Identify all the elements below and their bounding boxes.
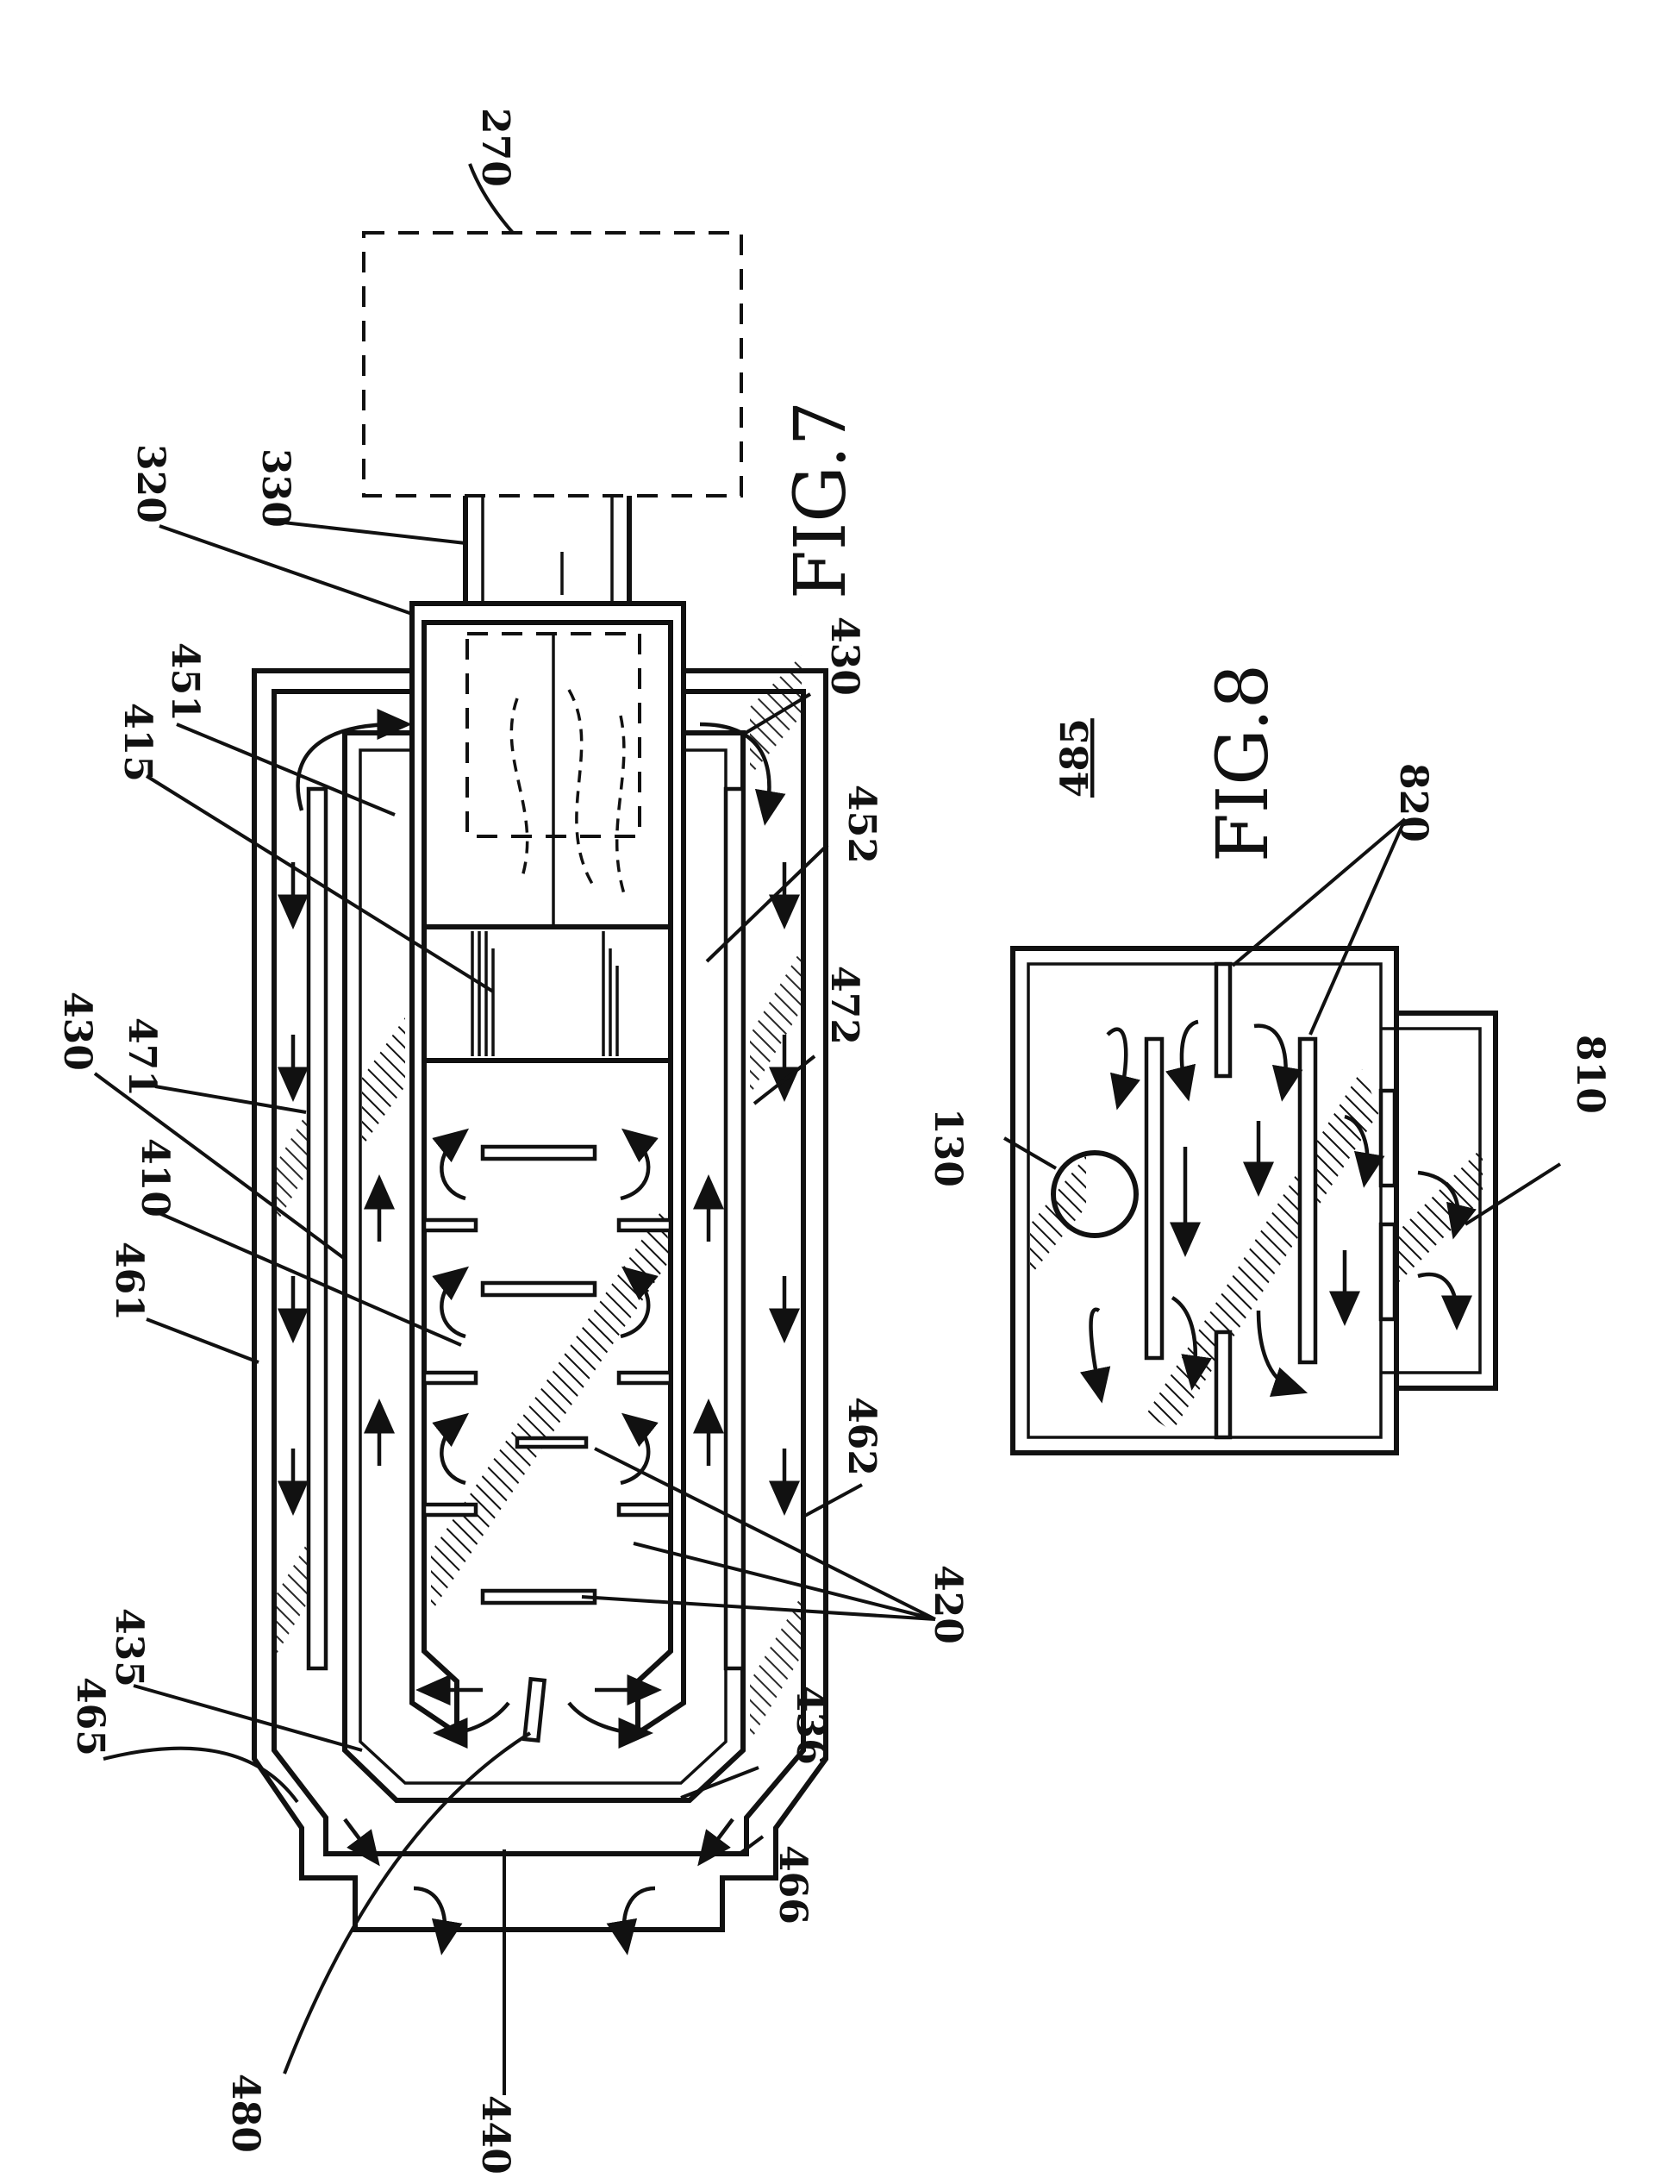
- label-420: 420: [926, 1565, 970, 1644]
- label-410: 410: [133, 1138, 177, 1217]
- label-465: 465: [68, 1677, 112, 1756]
- cartridge-hatch: [362, 1017, 671, 1612]
- label-435: 435: [107, 1608, 151, 1687]
- fig7-title: FIG.7: [780, 401, 862, 599]
- label-810: 810: [1568, 1035, 1612, 1114]
- nozzle: [524, 1679, 544, 1740]
- baffle-rod-right: [726, 789, 743, 1668]
- label-436: 436: [788, 1686, 832, 1765]
- baffle-rod-left: [309, 789, 326, 1668]
- outer-hatch-band: [276, 655, 802, 1742]
- label-471: 471: [120, 1017, 164, 1097]
- filter-section: [472, 931, 617, 1056]
- label-485: 485: [1053, 718, 1097, 798]
- label-452: 452: [840, 785, 884, 864]
- label-130: 130: [926, 1108, 970, 1187]
- label-440: 440: [473, 2095, 517, 2175]
- label-430-left: 430: [55, 992, 99, 1071]
- label-462: 462: [840, 1397, 884, 1476]
- label-270: 270: [473, 108, 517, 187]
- label-320: 320: [128, 444, 172, 523]
- connector-tube: [465, 496, 629, 604]
- fig8-title: FIG.8: [1202, 664, 1284, 862]
- label-461: 461: [107, 1242, 151, 1321]
- label-451: 451: [163, 642, 207, 722]
- controller-box: [364, 233, 741, 496]
- label-820: 820: [1391, 763, 1435, 842]
- label-430-right: 430: [822, 616, 866, 696]
- label-480: 480: [223, 2074, 267, 2153]
- label-330: 330: [253, 448, 297, 528]
- fig8-drawing: FIG.8 485: [926, 664, 1612, 1453]
- label-415: 415: [116, 703, 159, 782]
- label-472: 472: [822, 966, 866, 1045]
- label-466: 466: [771, 1845, 815, 1924]
- fig7-drawing: 270 320 330 451 415 430 471 410 461 435 …: [55, 108, 970, 2175]
